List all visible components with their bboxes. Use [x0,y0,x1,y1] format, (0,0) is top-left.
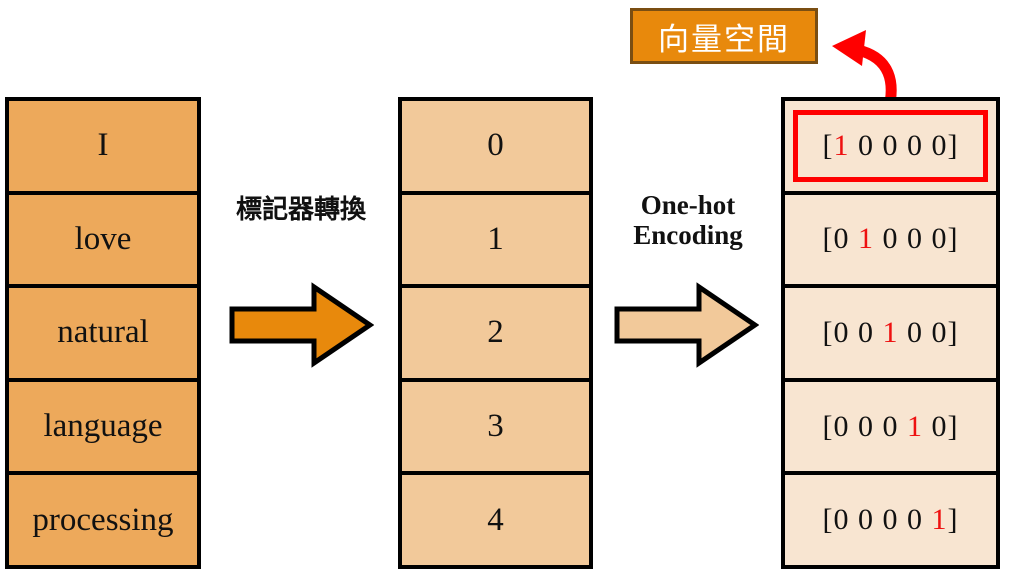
onehot-vector-table: [1 0 0 0 0] [0 1 0 0 0] [0 0 1 0 0] [0 0… [781,97,1000,569]
table-row[interactable]: love [9,195,197,289]
table-row[interactable]: [0 1 0 0 0] [785,195,996,289]
token-id-table: 0 1 2 3 4 [398,97,593,569]
tokenizer-caption: 標記器轉換 [206,195,396,225]
onehot-caption: One-hot Encoding [598,190,778,250]
token-id-cell: 2 [487,314,504,351]
token-table: I love natural language processing [5,97,201,569]
token-cell: love [74,220,132,257]
token-cell: processing [32,501,174,538]
table-row[interactable]: processing [9,475,197,565]
table-row[interactable]: 2 [402,288,589,382]
token-id-cell: 0 [487,127,504,164]
onehot-vector-cell: [0 0 0 1 0] [822,409,959,443]
token-id-cell: 4 [487,501,504,538]
token-id-cell: 1 [487,220,504,257]
onehot-vector-cell: [0 0 1 0 0] [822,315,959,349]
block-arrow-right-icon [229,282,374,368]
table-row[interactable]: 4 [402,475,589,565]
onehot-vector-cell: [0 1 0 0 0] [822,222,959,256]
table-row[interactable]: I [9,101,197,195]
onehot-vector-cell: [0 0 0 0 1] [822,503,959,537]
table-row[interactable]: [0 0 0 0 1] [785,475,996,565]
onehot-caption-line1: One-hot [640,190,736,220]
vector-space-callout-label: 向量空間 [658,21,790,58]
table-row[interactable]: 3 [402,382,589,476]
token-cell: natural [57,314,149,351]
table-row[interactable]: language [9,382,197,476]
tokenizer-caption-label: 標記器轉換 [235,195,366,225]
block-arrow-right-icon [614,282,759,368]
vector-space-callout: 向量空間 [630,8,818,64]
token-id-cell: 3 [487,408,504,445]
table-row[interactable]: 1 [402,195,589,289]
table-row[interactable]: natural [9,288,197,382]
token-cell: I [97,127,109,164]
table-row[interactable]: 0 [402,101,589,195]
token-cell: language [43,408,163,445]
table-row[interactable]: [1 0 0 0 0] [785,101,996,195]
onehot-caption-line2: Encoding [633,220,743,251]
table-row[interactable]: [0 0 0 1 0] [785,382,996,476]
onehot-vector-cell: [1 0 0 0 0] [822,128,959,162]
table-row[interactable]: [0 0 1 0 0] [785,288,996,382]
